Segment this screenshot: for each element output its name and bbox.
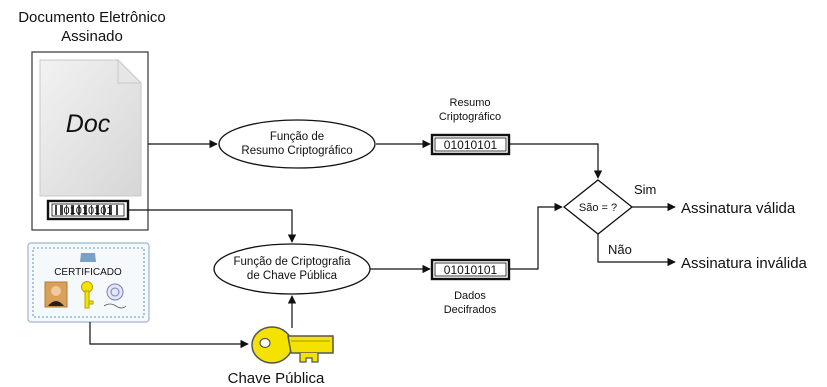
decision-label: São = ? [579,202,617,214]
public-key-label: Chave Pública [228,370,325,387]
invalid-result: Assinatura inválida [681,255,808,272]
decrypted-label-line2: Decifrados [444,304,497,316]
yes-label: Sim [634,182,656,197]
crypto-function-line2: de Chave Pública [247,270,338,282]
barcode-stripes [55,205,118,215]
certificate-card: ★☆ CERTIFICADO [27,242,150,323]
arrow-to-invalid [597,234,676,267]
small-key-icon [81,281,94,309]
crypto-function-node [213,243,371,295]
hash-label-line2: Criptográfico [439,111,501,123]
valid-result: Assinatura válida [681,200,796,217]
document-title-line1: Documento Eletrônico [18,9,166,26]
hash-value: 01010101 [444,138,498,152]
arrow-decrypted-to-decision [509,202,563,270]
connectors [89,139,676,349]
seal-icon [103,283,127,309]
person-icon [44,281,68,308]
document-page-icon [39,58,143,197]
document-title-line2: Assinado [61,28,123,45]
arrow-hash-to-decision [509,143,603,179]
public-key-icon [251,326,334,364]
hash-function-node [218,119,376,169]
hash-function-line2: Resumo Criptográfico [241,145,352,157]
arrow-certificate-to-key [89,322,249,349]
no-label: Não [608,242,632,257]
doc-label: Doc [66,110,111,138]
certificate-label: CERTIFICADO [54,267,122,278]
crypto-function-line1: Função de Criptografia [234,256,352,268]
hash-label-line1: Resumo [450,97,491,109]
building-icon [80,253,96,262]
signature-bits: 01010101 [64,205,113,217]
arrow-signature-to-crypto [128,209,297,243]
decrypted-value: 01010101 [444,263,498,277]
decrypted-label-line1: Dados [454,290,486,302]
hash-function-line1: Função de [270,131,324,143]
